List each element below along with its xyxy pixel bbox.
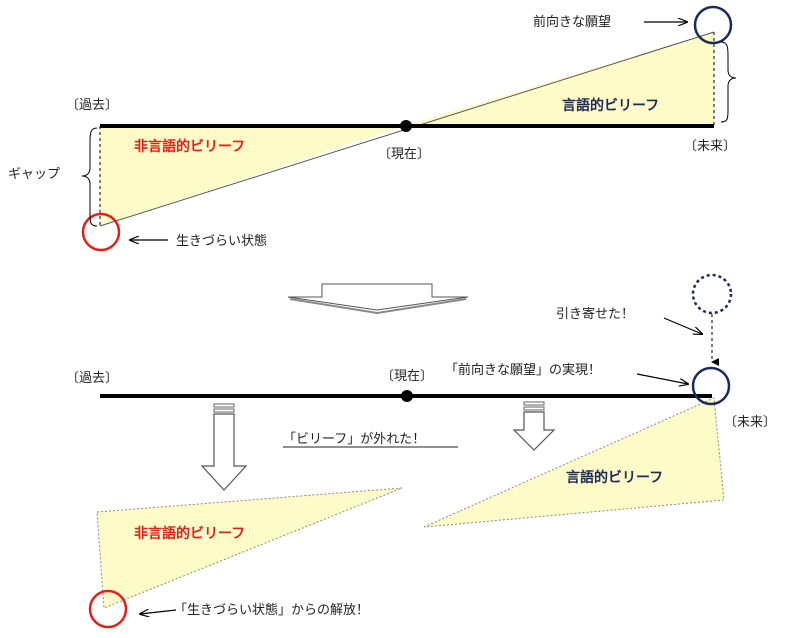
label-nonverbal-top: 非言語的ビリーフ: [134, 138, 245, 155]
gap-brace-left: [81, 127, 98, 227]
down-arrow-left-icon: [200, 403, 248, 491]
former-wish-dotted-circle: [691, 273, 733, 315]
nonverbal-belief-wedge-bottom: [96, 487, 403, 609]
wish-circle-top: [693, 5, 733, 45]
label-nonverbal-bottom: 非言語的ビリーフ: [134, 525, 245, 542]
hard-living-circle-top: [81, 212, 121, 252]
label-liberation: 「生きづらい状態」からの解放！: [174, 602, 369, 618]
present-dot-bottom: [401, 390, 413, 402]
hard-living-circle-bottom: [88, 589, 128, 629]
present-dot-top: [400, 120, 412, 132]
label-hard-living: 生きづらい状態: [176, 233, 267, 249]
label-verbal-top: 言語的ビリーフ: [562, 97, 659, 114]
label-past-bottom: 〔過去〕: [66, 371, 118, 386]
label-positive-wish: 前向きな願望: [533, 14, 611, 30]
arrow-pulled: [663, 317, 702, 334]
down-arrow-right-icon: [512, 401, 556, 451]
label-past-top: 〔過去〕: [66, 98, 118, 113]
label-present-top: 〔現在〕: [378, 147, 430, 162]
arrow-liberation: [140, 610, 177, 614]
label-realization: 「前向きな願望」の実現！: [445, 362, 601, 378]
arrow-realization: [636, 373, 688, 384]
label-present-bottom: 〔現在〕: [381, 369, 433, 384]
label-future-top: 〔未来〕: [684, 139, 736, 154]
verbal-belief-wedge-bottom: [423, 397, 725, 528]
label-belief-off: 「ビリーフ」が外れた！: [283, 432, 425, 447]
label-pulled: 引き寄せた！: [556, 306, 634, 322]
label-gap: ギャップ: [8, 167, 60, 182]
verbal-belief-wedge-top: [404, 32, 714, 126]
gap-brace-right: [720, 41, 737, 123]
label-future-bottom: 〔未来〕: [724, 415, 776, 430]
nonverbal-belief-wedge-top: [100, 126, 404, 226]
label-verbal-bottom: 言語的ビリーフ: [566, 469, 663, 486]
wish-circle-bottom: [691, 366, 731, 406]
transition-arrow-icon: [287, 283, 469, 311]
